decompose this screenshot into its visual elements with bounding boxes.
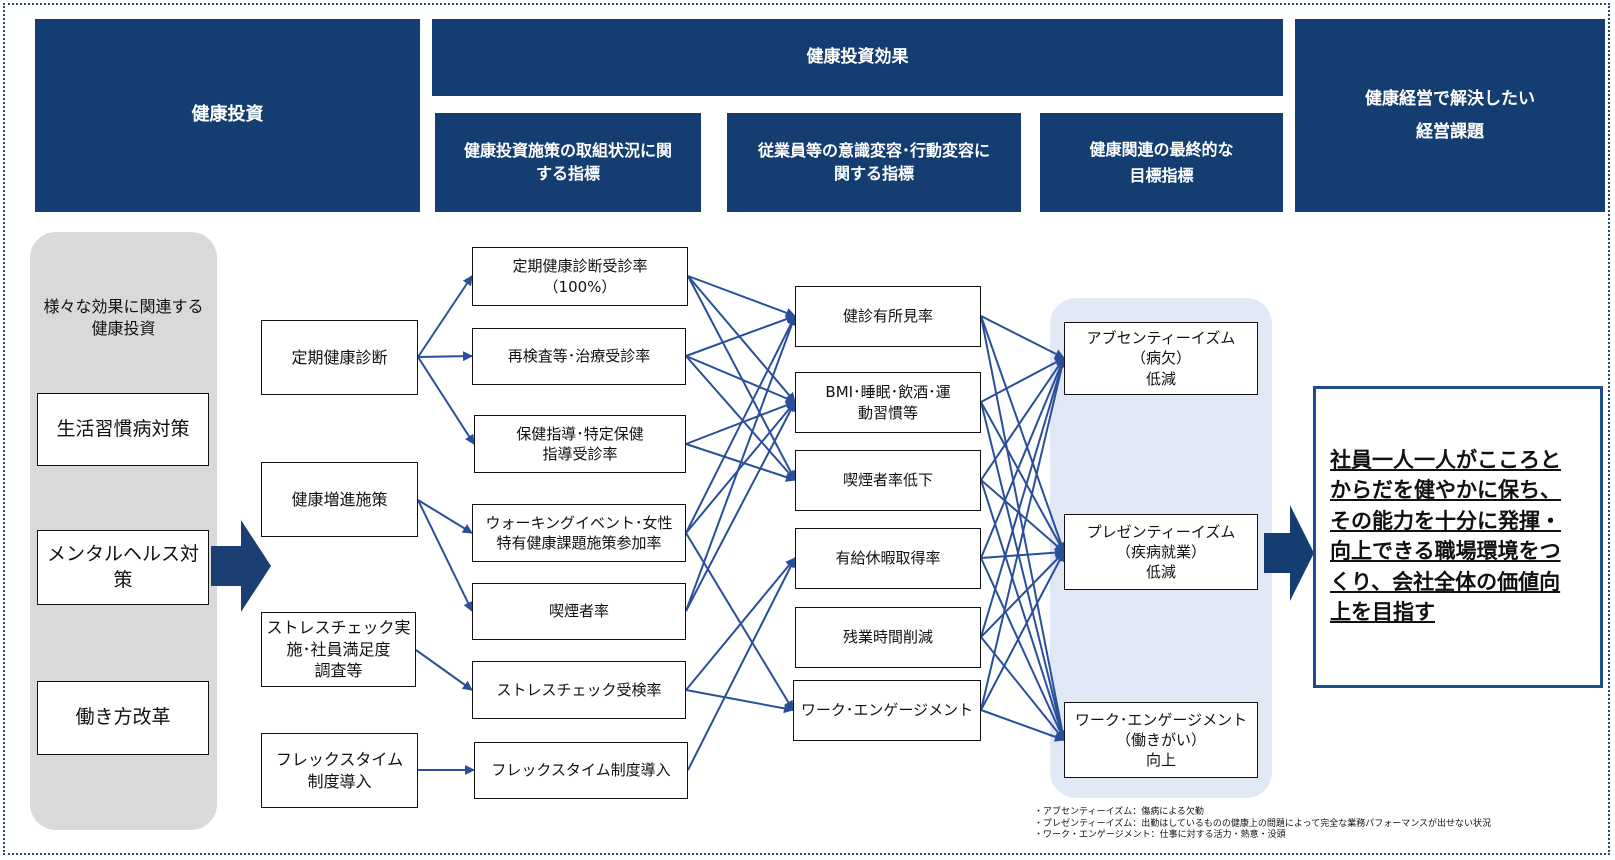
left-panel-caption: 様々な効果に関連する 健康投資 bbox=[43, 297, 204, 339]
connector-arrow bbox=[685, 355, 796, 481]
connector-arrow bbox=[980, 401, 1065, 553]
connector-arrow bbox=[687, 275, 796, 481]
right-arrow-icon bbox=[1264, 505, 1314, 601]
connector-arrow bbox=[687, 275, 796, 318]
connector-arrow bbox=[415, 649, 473, 691]
header-investment: 健康投資 bbox=[35, 19, 420, 212]
connector-arrow bbox=[685, 532, 794, 711]
indicator-health-guidance-rate: 保健指導･特定保健 指導受診率 bbox=[474, 415, 686, 473]
header-effect-final: 健康関連の最終的な目標指標 bbox=[1040, 113, 1283, 212]
outcome-work-engagement: ワーク･エンゲージメント （働きがい） 向上 bbox=[1064, 702, 1258, 778]
measure-health-checkup: 定期健康診断 bbox=[261, 320, 418, 395]
connector-arrow bbox=[980, 479, 1065, 553]
management-goal-statement: 社員一人一人がこころと からだを健やかに保ち、 その能力を十分に発揮・ 向上でき… bbox=[1313, 386, 1603, 688]
behavior-lifestyle-habits: BMI･睡眠･飲酒･運 動習慣等 bbox=[795, 372, 981, 433]
connector-arrow bbox=[417, 499, 473, 534]
indicator-event-participation-rate: ウォーキングイベント･女性 特有健康課題施策参加率 bbox=[472, 504, 686, 562]
connector-arrow bbox=[980, 551, 1065, 711]
indicator-checkup-rate: 定期健康診断受診率 （100%） bbox=[472, 247, 688, 306]
footnotes: ・アブセンティーイズム：傷病による欠勤 ・プレゼンティーイズム：出勤はしているも… bbox=[1034, 807, 1492, 841]
header-effect-behavior: 従業員等の意識変容･行動変容に関する指標 bbox=[727, 113, 1021, 212]
connector-arrow bbox=[685, 355, 796, 404]
right-arrow-icon bbox=[211, 520, 271, 612]
connector-arrow bbox=[687, 275, 796, 403]
connector-arrow bbox=[980, 547, 1065, 559]
connector-arrow bbox=[417, 499, 473, 612]
header-effect-activity: 健康投資施策の取組状況に関する指標 bbox=[435, 113, 701, 212]
connector-arrow bbox=[980, 315, 1065, 359]
header-effect: 健康投資効果 bbox=[432, 19, 1283, 96]
behavior-overtime-reduction: 残業時間削減 bbox=[795, 607, 981, 668]
connector-arrow bbox=[980, 357, 1067, 711]
indicator-smoker-rate: 喫煙者率 bbox=[472, 583, 686, 640]
connector-arrow bbox=[980, 357, 1065, 481]
outcome-absenteeism: アブセンティーイズム （病欠） 低減 bbox=[1064, 322, 1258, 395]
behavior-smoker-reduction: 喫煙者率低下 bbox=[795, 450, 981, 511]
connector-arrow bbox=[980, 709, 1065, 742]
left-item-mental-health: メンタルヘルス対策 bbox=[37, 530, 209, 605]
connector-arrow bbox=[685, 401, 796, 612]
connector-arrow bbox=[685, 314, 796, 357]
behavior-paid-leave-rate: 有給休暇取得率 bbox=[795, 528, 981, 589]
connector-arrow bbox=[417, 356, 475, 445]
connector-arrow bbox=[685, 689, 794, 714]
connector-arrow bbox=[980, 357, 1065, 403]
behavior-checkup-findings: 健診有所見率 bbox=[795, 286, 981, 347]
behavior-work-engagement: ワーク･エンゲージメント bbox=[793, 680, 981, 741]
connector-arrow bbox=[685, 557, 796, 691]
connector-arrow bbox=[980, 357, 1067, 638]
connector-arrow bbox=[980, 557, 1065, 741]
connector-arrow bbox=[980, 315, 1066, 553]
header-management-issue: 健康経営で解決したい経営課題 bbox=[1295, 19, 1605, 212]
diagram-frame bbox=[3, 3, 1610, 855]
connector-arrow bbox=[685, 315, 796, 534]
measure-health-promotion: 健康増進施策 bbox=[261, 462, 418, 537]
indicator-flextime-introduction: フレックスタイム制度導入 bbox=[474, 742, 688, 799]
connector-arrow bbox=[980, 315, 1068, 741]
connector-arrow bbox=[980, 357, 1066, 559]
connector-arrow bbox=[417, 351, 473, 362]
left-item-lifestyle-disease: 生活習慣病対策 bbox=[37, 393, 209, 466]
left-item-work-style: 働き方改革 bbox=[37, 681, 209, 755]
indicator-reexam-rate: 再検査等･治療受診率 bbox=[472, 328, 686, 385]
measure-stress-check: ストレスチェック実 施･社員満足度 調査等 bbox=[261, 612, 416, 687]
outcome-presenteeism: プレゼンティーイズム （疾病就業） 低減 bbox=[1064, 514, 1258, 590]
measure-flextime: フレックスタイム 制度導入 bbox=[261, 733, 418, 808]
indicator-stress-check-rate: ストレスチェック受検率 bbox=[472, 661, 686, 719]
connector-arrow bbox=[685, 401, 796, 534]
connector-arrow bbox=[980, 551, 1065, 638]
connector-arrow bbox=[687, 557, 796, 771]
connector-arrow bbox=[417, 275, 473, 358]
connector-arrow bbox=[685, 315, 797, 612]
